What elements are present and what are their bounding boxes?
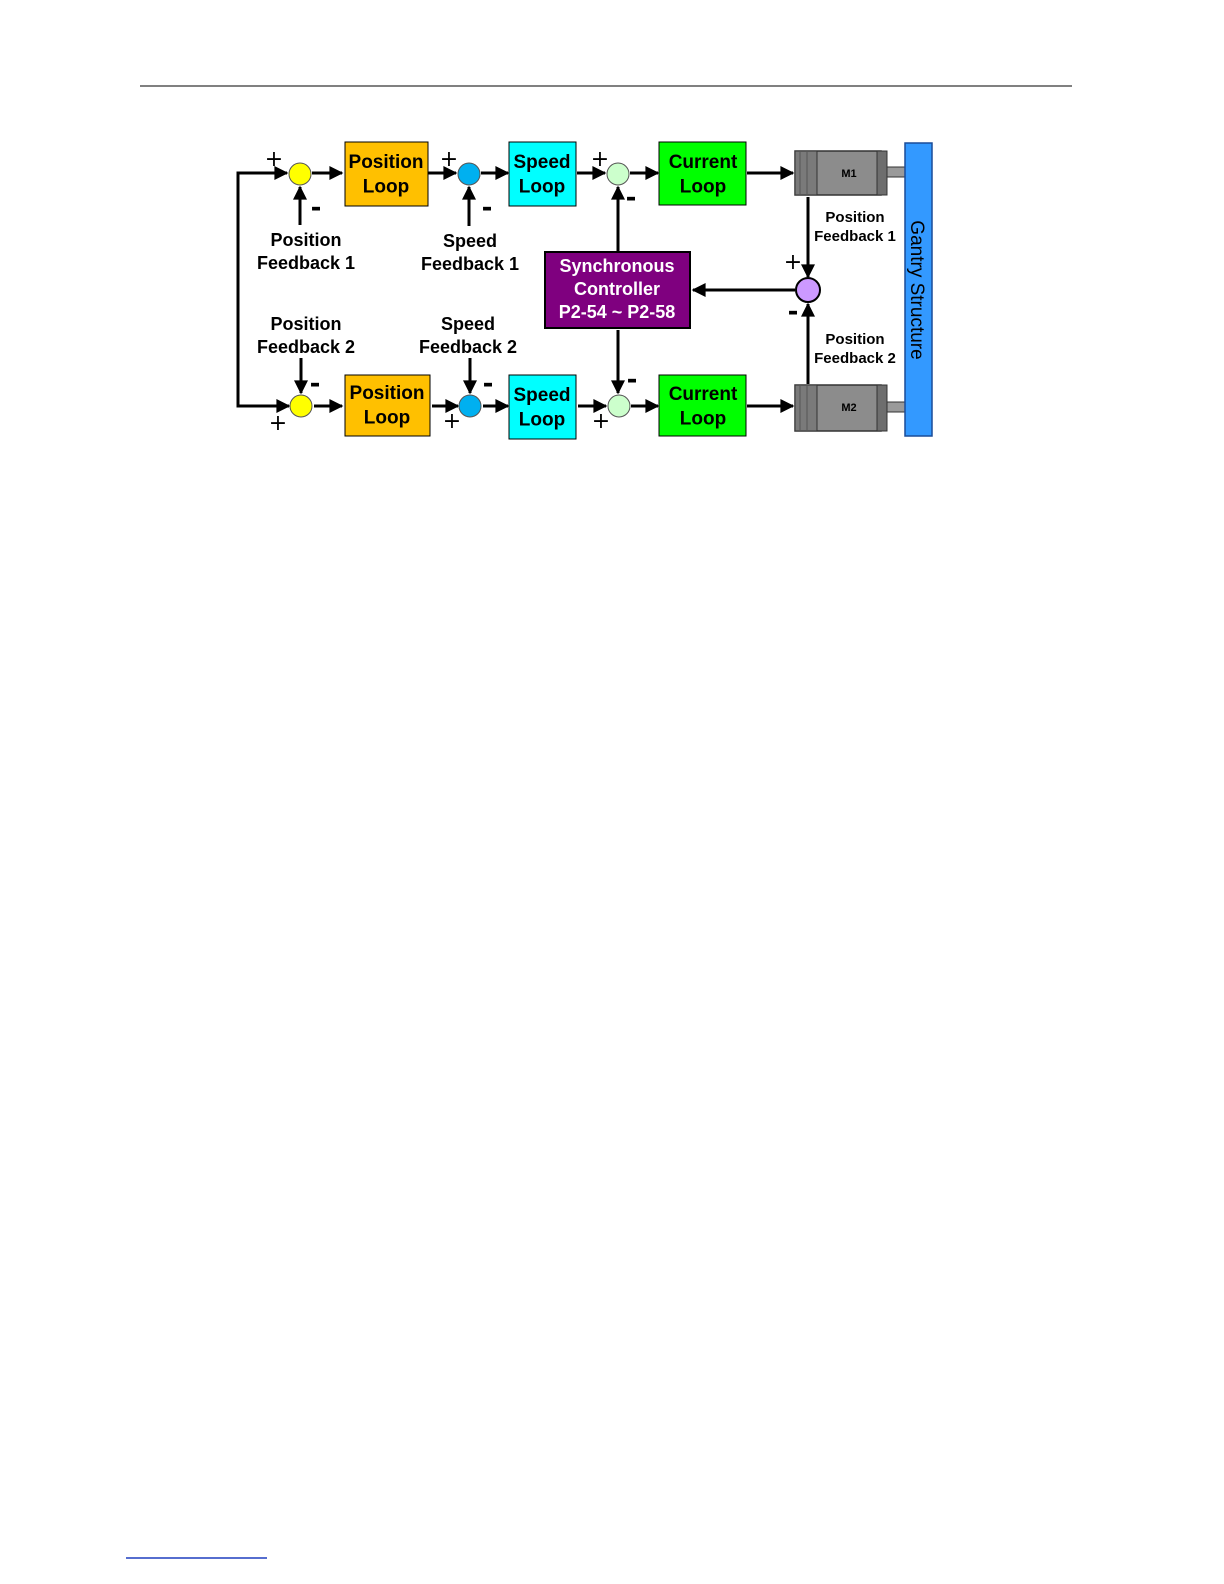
svg-text:+: + — [440, 147, 458, 172]
motor-m1: M1 — [795, 151, 905, 195]
sum-current-2 — [608, 395, 630, 417]
connection-lines — [238, 173, 808, 406]
sum-speed-2 — [459, 395, 481, 417]
svg-text:-: - — [310, 369, 321, 399]
svg-text:-: - — [483, 369, 494, 399]
gantry-structure-label: Gantry Structure — [906, 220, 927, 359]
svg-text:-: - — [482, 193, 493, 223]
reference-bus — [238, 173, 268, 406]
motor-m1-label: M1 — [841, 168, 856, 180]
sum-speed-1 — [458, 163, 480, 185]
svg-text:-: - — [788, 297, 799, 327]
motor-m2-label: M2 — [841, 402, 856, 414]
svg-text:+: + — [265, 147, 283, 172]
sum-sync — [796, 278, 820, 302]
svg-text:-: - — [311, 193, 322, 223]
svg-text:-: - — [627, 365, 638, 395]
svg-text:+: + — [592, 409, 610, 434]
svg-text:+: + — [591, 147, 609, 172]
svg-text:+: + — [443, 409, 461, 434]
sum-current-1 — [607, 163, 629, 185]
motor-m2: M2 — [795, 385, 905, 431]
svg-text:-: - — [626, 183, 637, 213]
svg-text:+: + — [784, 250, 802, 275]
svg-text:+: + — [269, 411, 287, 436]
sum-position-1 — [289, 163, 311, 185]
